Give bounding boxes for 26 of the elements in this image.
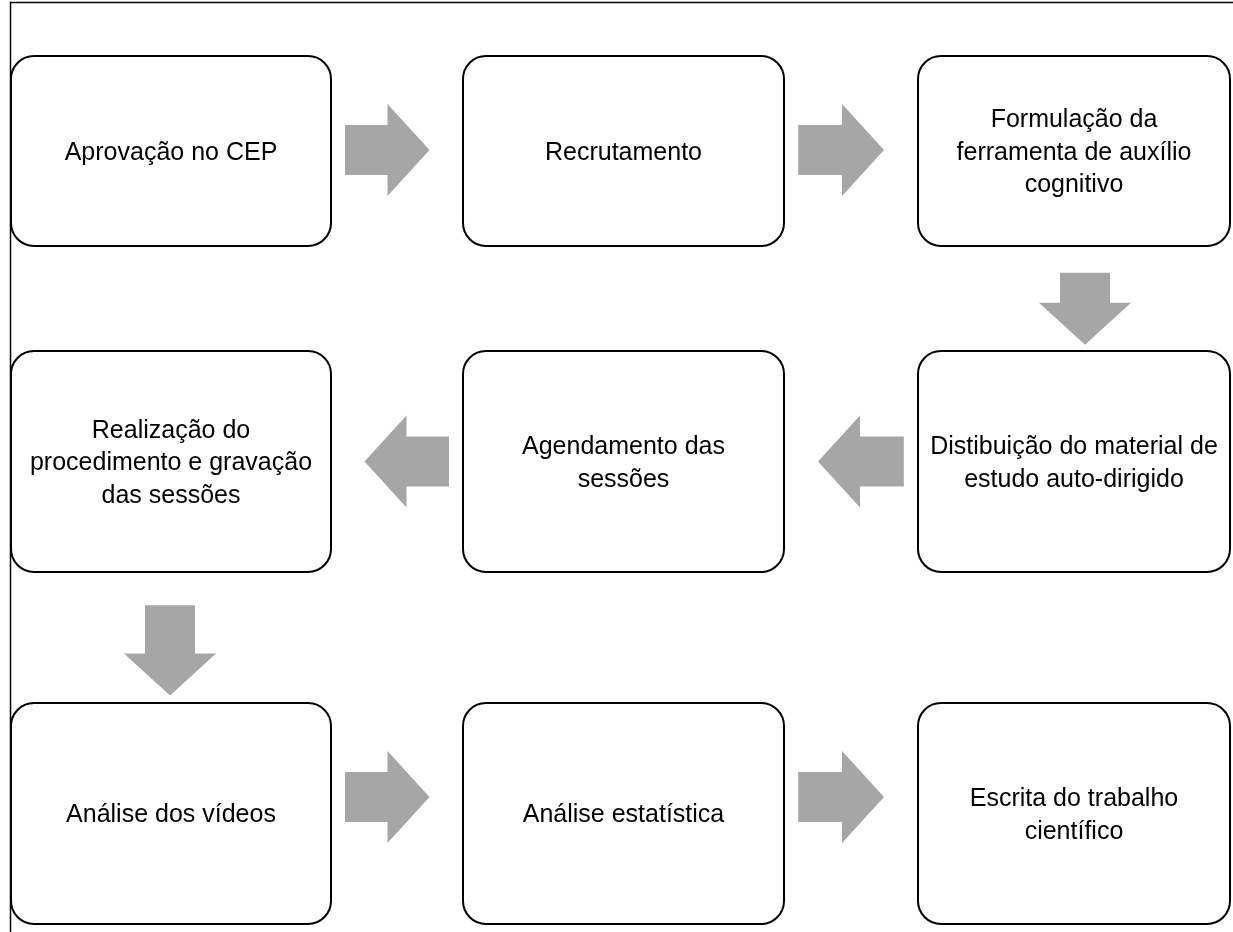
block-arrow (798, 104, 884, 196)
block-arrow (345, 104, 430, 196)
process-box (917, 702, 1231, 925)
process-box (462, 702, 785, 925)
step-label: Recrutamento (545, 135, 702, 167)
process-box (10, 350, 332, 573)
step-label: Escrita do trabalho científico (968, 782, 1180, 846)
process-box (462, 350, 785, 573)
process-box (10, 55, 332, 247)
process-box (917, 350, 1231, 573)
step-label: Análise estatística (522, 798, 725, 830)
step-label: Distibuição do material de estudo auto-dirigido (929, 430, 1219, 494)
step-label: Realização do procedimento e gravação das sessões (28, 413, 314, 510)
process-box (462, 55, 785, 247)
process-box (917, 55, 1231, 247)
block-arrow (798, 751, 884, 843)
block-arrow (124, 605, 216, 696)
step-label: Agendamento das sessões (521, 430, 726, 494)
block-arrow (364, 415, 449, 508)
step-label: Aprovação no CEP (64, 135, 278, 167)
step-label: Formulação da ferramenta de auxílio cognitivo (955, 103, 1193, 200)
block-arrow (1039, 272, 1131, 345)
process-box (10, 702, 332, 925)
block-arrow (345, 751, 430, 843)
step-label: Análise dos vídeos (66, 798, 276, 830)
block-arrow (818, 415, 904, 508)
